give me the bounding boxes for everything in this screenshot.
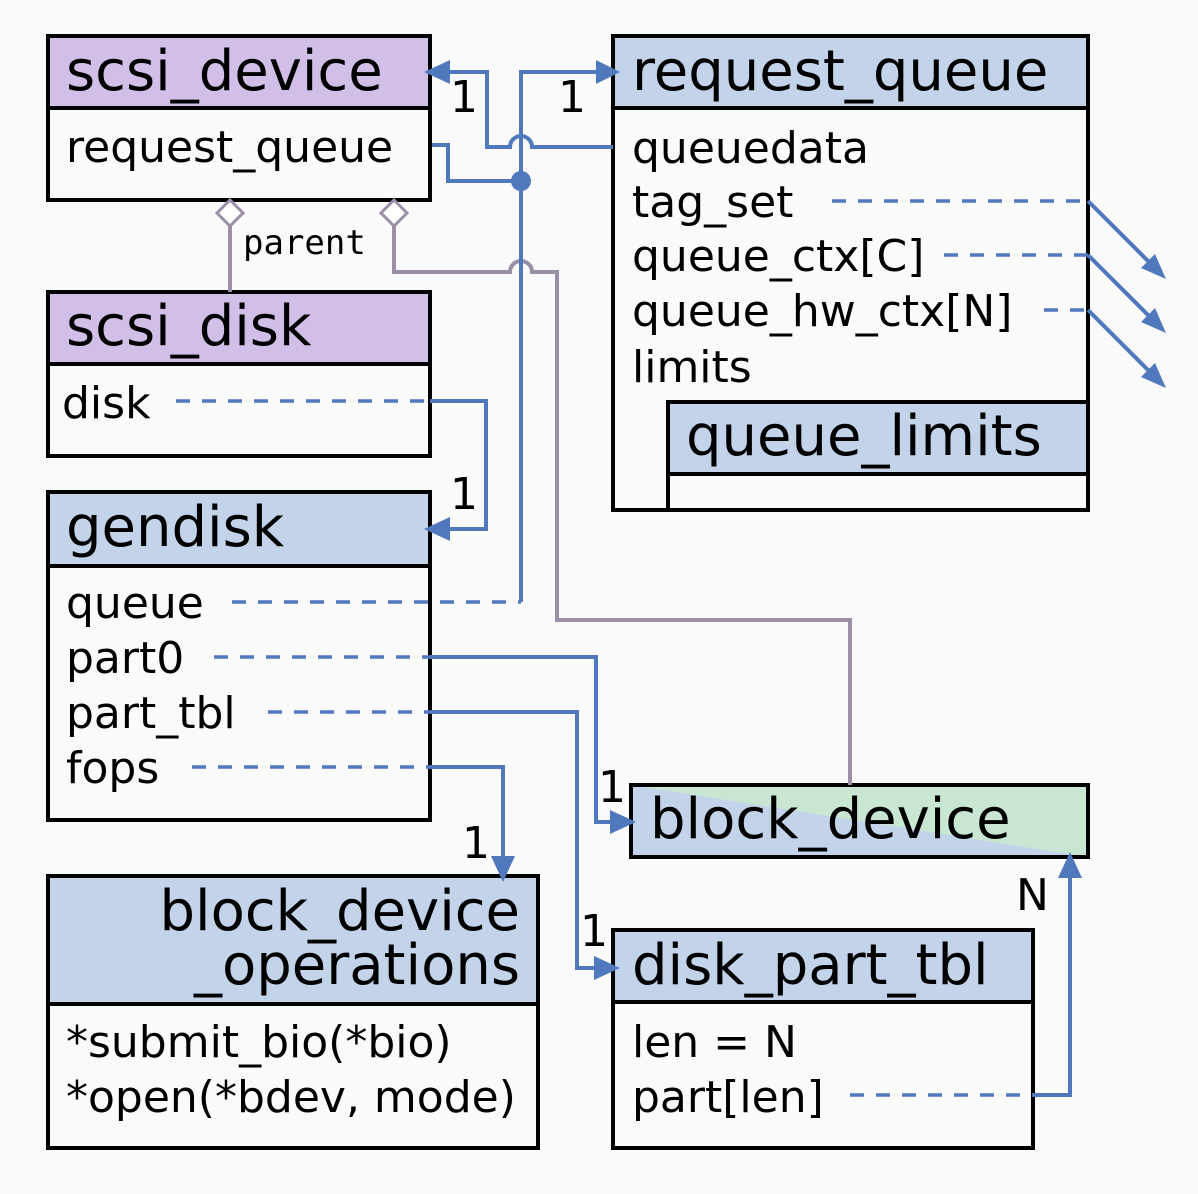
gendisk-arrowhead [424,517,450,541]
block-device-arrowhead [610,810,636,834]
multiplicity-labels: 1 1 1 1 1 1 N [450,72,1049,957]
block-device-box: block_device [629,783,1090,859]
bdops-header [48,876,538,1004]
block-device-multiplicity: 1 [598,762,626,813]
gendisk-field-fops: fops [66,743,159,794]
disk-part-tbl-box: disk_part_tbl len = N part[len] [611,928,1035,1150]
bdops-frame [46,874,540,1150]
queue-limits-title: queue_limits [686,404,1042,469]
parent-connectors: parent [214,197,852,785]
scsi-disk-field-disk: disk [62,378,151,429]
queue-junction-dot [511,171,531,191]
tag-set-arrowhead [1141,254,1166,279]
scsi-device-field-request-queue: request_queue [66,122,393,173]
scsi-device-request-queue-link [432,143,521,183]
block-device-parent-line [392,225,852,785]
gendisk-queue-link [519,70,600,602]
part0-link [430,655,612,824]
request-queue-field-queue-hw-ctx: queue_hw_ctx[N] [632,286,1012,337]
queue-limits-box: queue_limits [666,400,1090,512]
scsi-device-arrowhead [424,60,450,84]
gendisk-multiplicity: 1 [450,469,478,520]
gendisk-field-part0: part0 [66,633,184,684]
request-queue-field-limits: limits [632,342,752,393]
request-queue-header [613,36,1088,108]
gendisk-header [48,492,430,566]
disk-part-tbl-field-part: part[len] [632,1072,824,1123]
disk-part-tbl-title: disk_part_tbl [632,933,989,998]
request-queue-field-tag-set: tag_set [632,177,793,228]
bdops-title-line1: block_device [159,879,520,944]
scsi-disk-aggregation-diamond [214,197,246,229]
scsi-disk-frame [46,290,432,458]
queue-limits-header [668,402,1088,474]
request-queue-multiplicity: 1 [558,72,586,123]
gendisk-title: gendisk [66,495,285,560]
queue-hw-ctx-arrowhead [1141,363,1166,388]
bdops-field-open: *open(*bdev, mode) [66,1072,516,1123]
request-queue-box: request_queue queuedata tag_set queue_ct… [611,34,1090,512]
block-device-title: block_device [650,787,1011,852]
block-device-n-arrowhead [1058,852,1082,878]
disk-part-tbl-header [613,930,1033,1002]
bdops-multiplicity: 1 [462,818,490,869]
queue-ctx-arrowhead [1141,308,1166,333]
fops-link [430,765,505,856]
block-device-n-multiplicity: N [1016,870,1049,921]
block-device-aggregation-diamond [378,197,410,229]
tag-set-link [1086,199,1154,267]
scsi-device-title: scsi_device [66,39,383,104]
scsi-disk-box: scsi_disk disk [46,290,432,458]
request-queue-field-queuedata: queuedata [632,123,869,174]
scsi-device-header [48,36,430,108]
bdops-arrowhead [491,856,515,882]
disk-part-tbl-multiplicity: 1 [580,906,608,957]
queuedata-link [448,70,613,149]
block-device-operations-box: block_device _operations *submit_bio(*bi… [46,874,540,1150]
gendisk-box: gendisk queue part0 part_tbl fops [46,490,432,822]
scsi-device-box: scsi_device request_queue [46,34,432,202]
scsi-device-frame [46,34,432,202]
bdops-title-line2: _operations [193,933,520,998]
disk-link [430,399,488,531]
part-len-link [1033,878,1072,1097]
parent-label: parent [243,223,366,263]
request-queue-field-queue-ctx: queue_ctx[C] [632,231,924,282]
disk-part-tbl-frame [611,928,1035,1150]
queue-hw-ctx-link [1086,308,1154,376]
bdops-field-submit-bio: *submit_bio(*bio) [66,1017,452,1068]
gendisk-field-queue: queue [66,578,204,629]
disk-part-tbl-arrowhead [594,956,620,980]
disk-part-tbl-field-len: len = N [632,1017,797,1068]
gendisk-field-part-tbl: part_tbl [66,688,236,739]
reference-connectors [176,60,1166,1097]
request-queue-title: request_queue [632,39,1048,104]
request-queue-arrowhead [596,60,620,84]
part-tbl-link [430,710,596,970]
queue-limits-frame [666,400,1090,512]
scsi-disk-header [48,292,430,364]
scsi-device-multiplicity: 1 [450,72,478,123]
queue-ctx-link [1086,253,1154,321]
block-device-header [631,785,1088,857]
scsi-disk-title: scsi_disk [66,294,312,359]
